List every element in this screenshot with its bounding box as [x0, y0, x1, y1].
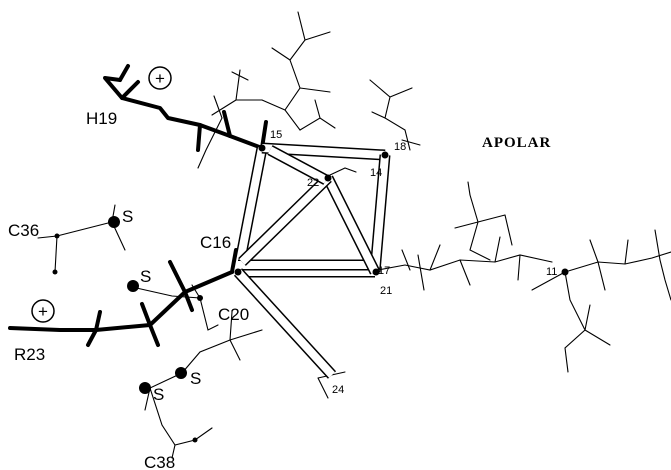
- sulfur-atom-4: [139, 382, 151, 394]
- plus-sign: +: [155, 69, 165, 88]
- c36-dot: [54, 233, 60, 239]
- node-18: 18: [394, 141, 406, 153]
- small-dot: [197, 295, 203, 301]
- c36-end-dot: [52, 269, 58, 275]
- thick-backbone: [8, 64, 387, 347]
- label-s2: S: [140, 267, 151, 286]
- label-c20: C20: [218, 305, 249, 324]
- node-18-dot: [381, 151, 389, 159]
- node-22-dot: [324, 174, 332, 182]
- node-17-dot: [372, 268, 380, 276]
- label-s3: S: [190, 369, 201, 388]
- plus-marker-top: +: [148, 66, 172, 90]
- sulfur-atom-2: [127, 280, 139, 292]
- node-21: 21: [380, 285, 392, 297]
- label-r23: R23: [14, 345, 45, 364]
- node-16-dot: [234, 268, 242, 276]
- label-s4: S: [153, 385, 164, 404]
- node-15-dot: [258, 144, 266, 152]
- label-c16: C16: [200, 233, 231, 252]
- label-s1: S: [122, 207, 133, 226]
- plus-circle-icon: [148, 66, 172, 90]
- sulfur-atom-1: [108, 216, 120, 228]
- node-22: 22: [307, 177, 319, 189]
- plus-circle-icon: [31, 299, 55, 323]
- node-14: 14: [370, 167, 382, 179]
- c38-dot: [192, 437, 198, 443]
- label-h19: H19: [86, 109, 117, 128]
- atoms: [52, 144, 569, 443]
- node-24: 24: [332, 384, 344, 396]
- sulfur-atom-3: [175, 367, 187, 379]
- node-11: 11: [546, 266, 557, 278]
- node-17: 17: [378, 265, 390, 277]
- plus-sign: +: [38, 302, 48, 321]
- node-11-dot: [561, 268, 569, 276]
- label-apolar: APOLAR: [482, 135, 551, 151]
- node-15: 15: [270, 129, 282, 141]
- cage-rods: [232, 142, 391, 379]
- label-c36: C36: [8, 221, 39, 240]
- plus-marker-bottom: +: [31, 299, 55, 323]
- label-c38: C38: [144, 453, 175, 470]
